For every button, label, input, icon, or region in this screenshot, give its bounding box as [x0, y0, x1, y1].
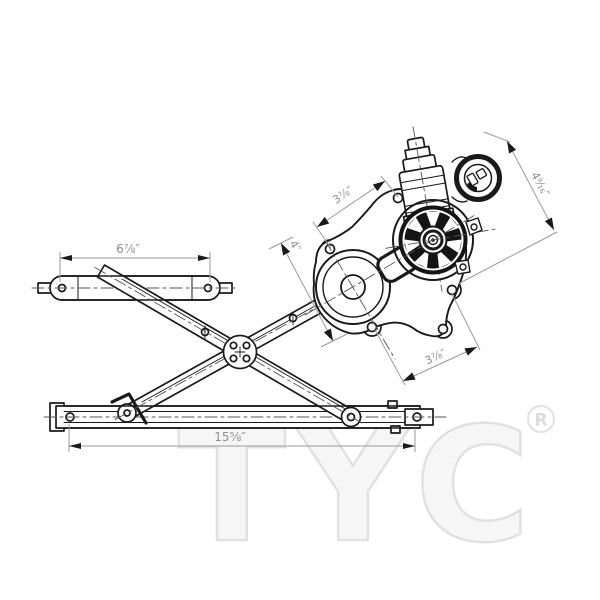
dimension-bottom-rail: 15⅝″ — [68, 424, 416, 452]
rail-outlines-overlay — [61, 275, 421, 429]
dimension-top-rail: 6⅞″ — [59, 242, 211, 282]
dimension-label: 3⅞″ — [423, 346, 448, 367]
dimension-label: 15⅝″ — [214, 430, 246, 444]
registered-trademark-icon: R — [527, 405, 555, 433]
dimension-label: 4⁹⁄₁₆″ — [528, 170, 552, 199]
svg-text:R: R — [534, 411, 547, 431]
dimension-label: 6⅞″ — [116, 242, 140, 256]
bracket-centerlines — [304, 214, 476, 360]
gearbox-tabs — [451, 156, 483, 275]
center-pivot — [222, 334, 258, 370]
wiring-connector — [454, 154, 502, 202]
